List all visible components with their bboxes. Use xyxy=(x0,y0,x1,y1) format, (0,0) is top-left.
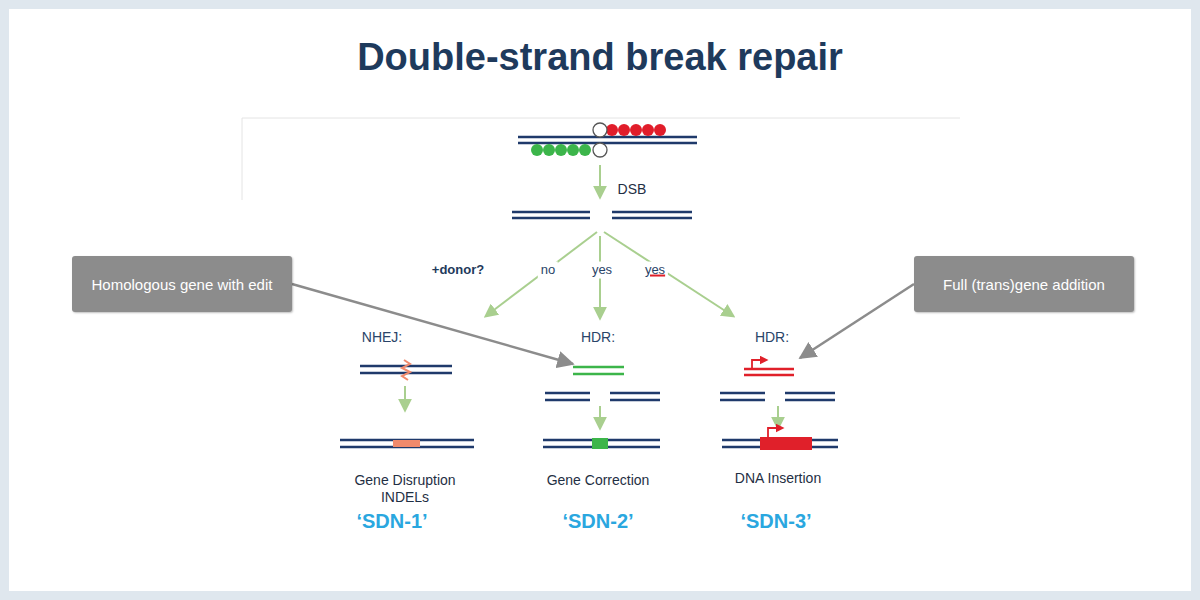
outcome-label: DNA Insertion xyxy=(735,470,821,486)
category-label: ‘SDN-1’ xyxy=(356,510,427,533)
leader-arrow xyxy=(800,284,914,358)
hdr-correction-illustration xyxy=(543,367,660,449)
panel-edge xyxy=(242,118,960,200)
pathway-label: HDR: xyxy=(581,329,615,345)
callout-box: Homologous gene with edit xyxy=(72,256,292,312)
break-label: DSB xyxy=(618,181,647,197)
leader-arrow xyxy=(292,284,573,364)
category-label: ‘SDN-2’ xyxy=(562,510,633,533)
diagram-title: Double-strand break repair xyxy=(0,36,1200,79)
flow-arrow xyxy=(599,165,601,197)
callout-text: Homologous gene with edit xyxy=(92,275,273,294)
dna-with-nuclease xyxy=(518,123,697,157)
callout-text: Full (trans)gene addition xyxy=(943,275,1105,294)
outcome-label: Gene Correction xyxy=(547,472,650,488)
pathway-label: HDR: xyxy=(755,329,789,345)
outcome-label: Gene Disruption xyxy=(354,472,455,488)
hdr-insertion-illustration xyxy=(720,360,838,450)
pathway-label: NHEJ: xyxy=(362,329,402,345)
branch-label: no xyxy=(538,262,558,279)
broken-dna xyxy=(512,212,692,218)
branch-label: yes xyxy=(589,262,615,279)
category-label: ‘SDN-3’ xyxy=(740,510,811,533)
page-ground xyxy=(9,9,1191,591)
branch-arrows xyxy=(486,232,733,318)
callout-box: Full (trans)gene addition xyxy=(914,256,1134,312)
nhej-illustration xyxy=(340,360,474,447)
branch-label: yes xyxy=(642,262,668,279)
question-label: +donor? xyxy=(429,262,487,279)
outcome-label: INDELs xyxy=(381,489,429,505)
